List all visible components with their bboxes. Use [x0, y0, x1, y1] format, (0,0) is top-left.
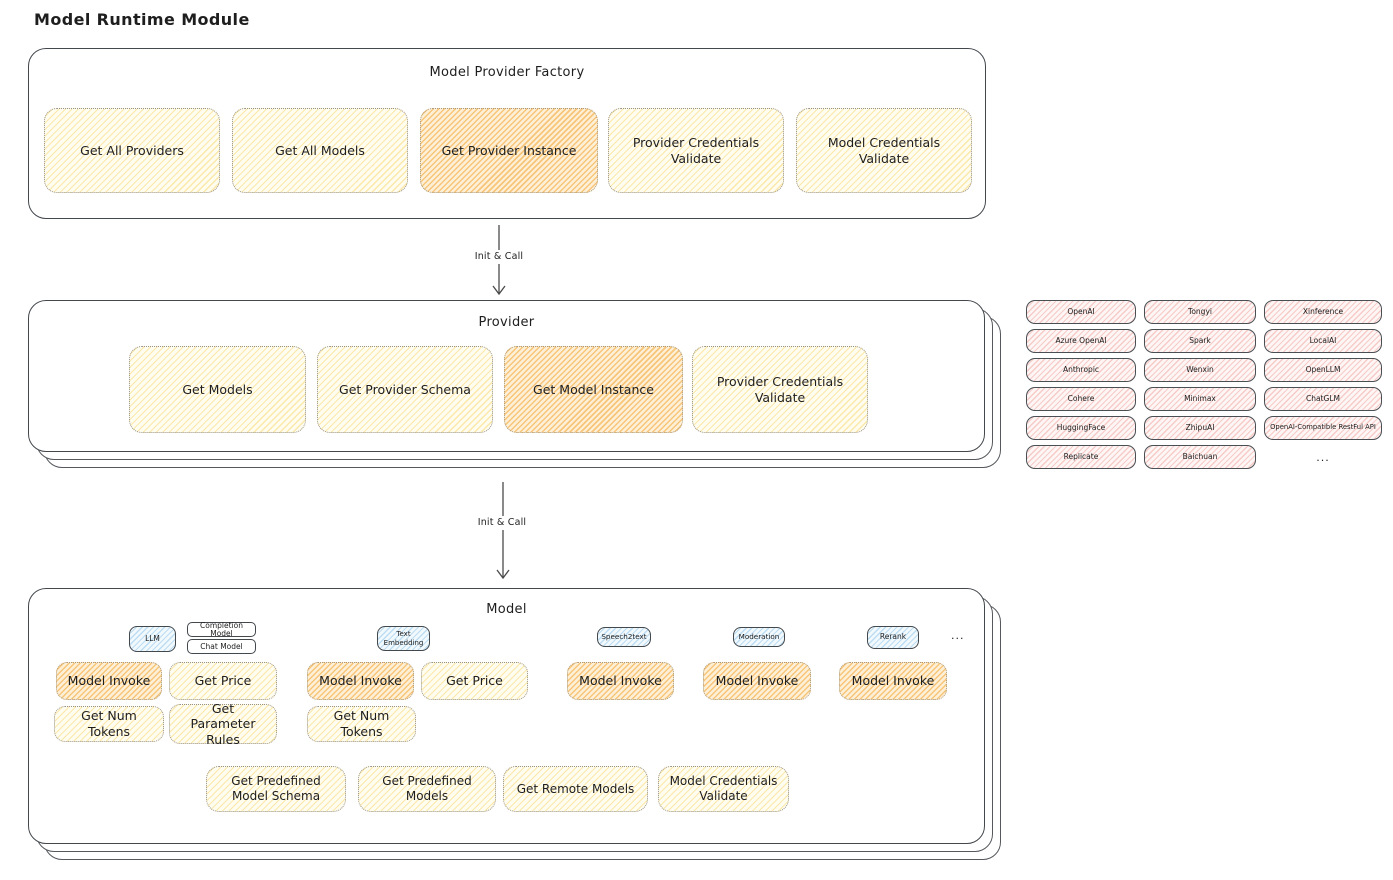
provider-pill: Wenxin — [1144, 358, 1256, 382]
get-all-providers-box: Get All Providers — [44, 108, 220, 193]
provider-credentials-validate-box: Provider Credentials Validate — [608, 108, 784, 193]
get-models-box: Get Models — [129, 346, 306, 433]
provider-pill: HuggingFace — [1026, 416, 1136, 440]
provider-pill: Azure OpenAI — [1026, 329, 1136, 353]
provider-pill: Spark — [1144, 329, 1256, 353]
tabs-more: ... — [951, 629, 965, 642]
provider-pill: ZhipuAI — [1144, 416, 1256, 440]
get-all-models-box: Get All Models — [232, 108, 408, 193]
diagram-title: Model Runtime Module — [34, 10, 250, 29]
get-predefined-models-box: Get Predefined Models — [358, 766, 496, 812]
provider-list-more: ... — [1316, 450, 1330, 464]
provider-pill: Anthropic — [1026, 358, 1136, 382]
provider-pill: OpenAI-Compatible RestFul API — [1264, 416, 1382, 440]
get-model-instance-box: Get Model Instance — [504, 346, 683, 433]
init-call-label-2: Init & Call — [471, 516, 533, 530]
provider-box: Provider Get Models Get Provider Schema … — [28, 300, 985, 452]
provider-pill: Baichuan — [1144, 445, 1256, 469]
init-call-label-1: Init & Call — [468, 250, 530, 264]
tab-chat-model: Chat Model — [187, 639, 256, 654]
llm-get-num-tokens-box: Get Num Tokens — [54, 706, 164, 742]
tab-speech2text: Speech2text — [597, 627, 651, 647]
provider-pill: OpenAI — [1026, 300, 1136, 324]
moderation-model-invoke-box: Model Invoke — [703, 662, 811, 700]
provider-pill: OpenLLM — [1264, 358, 1382, 382]
provider-pill: Minimax — [1144, 387, 1256, 411]
model-credentials-validate-box: Model Credentials Validate — [796, 108, 972, 193]
model-provider-factory-box: Model Provider Factory Get All Providers… — [28, 48, 986, 219]
provider-pill: LocalAI — [1264, 329, 1382, 353]
provider-pill: Xinference — [1264, 300, 1382, 324]
get-remote-models-box: Get Remote Models — [503, 766, 648, 812]
provider-credentials-validate-box-2: Provider Credentials Validate — [692, 346, 868, 433]
model-title: Model — [486, 602, 527, 617]
model-credentials-validate-box-2: Model Credentials Validate — [658, 766, 789, 812]
provider-pill: Cohere — [1026, 387, 1136, 411]
tab-completion-model: Completion Model — [187, 622, 256, 637]
get-provider-instance-box: Get Provider Instance — [420, 108, 598, 193]
te-model-invoke-box: Model Invoke — [307, 662, 414, 700]
tab-moderation: Moderation — [733, 627, 785, 647]
te-get-price-box: Get Price — [421, 662, 528, 700]
tab-text-embedding: Text Embedding — [377, 626, 430, 651]
provider-pill: Replicate — [1026, 445, 1136, 469]
init-call-arrow-2 — [496, 482, 510, 580]
provider-pill: Tongyi — [1144, 300, 1256, 324]
tab-llm: LLM — [129, 626, 176, 652]
provider-pill: ChatGLM — [1264, 387, 1382, 411]
te-get-num-tokens-box: Get Num Tokens — [307, 706, 416, 742]
model-box: Model LLM Completion Model Chat Model Te… — [28, 588, 985, 844]
factory-title: Model Provider Factory — [429, 65, 585, 80]
tab-rerank: Rerank — [867, 626, 919, 649]
llm-model-invoke-box: Model Invoke — [56, 662, 162, 700]
llm-get-parameter-rules-box: Get Parameter Rules — [169, 701, 277, 747]
provider-title: Provider — [478, 315, 535, 330]
get-predefined-model-schema-box: Get Predefined Model Schema — [206, 766, 346, 812]
s2t-model-invoke-box: Model Invoke — [567, 662, 674, 700]
rerank-model-invoke-box: Model Invoke — [839, 662, 947, 700]
provider-list: OpenAI Tongyi Xinference Azure OpenAI Sp… — [1026, 300, 1382, 469]
get-provider-schema-box: Get Provider Schema — [317, 346, 493, 433]
llm-get-price-box: Get Price — [169, 662, 277, 700]
